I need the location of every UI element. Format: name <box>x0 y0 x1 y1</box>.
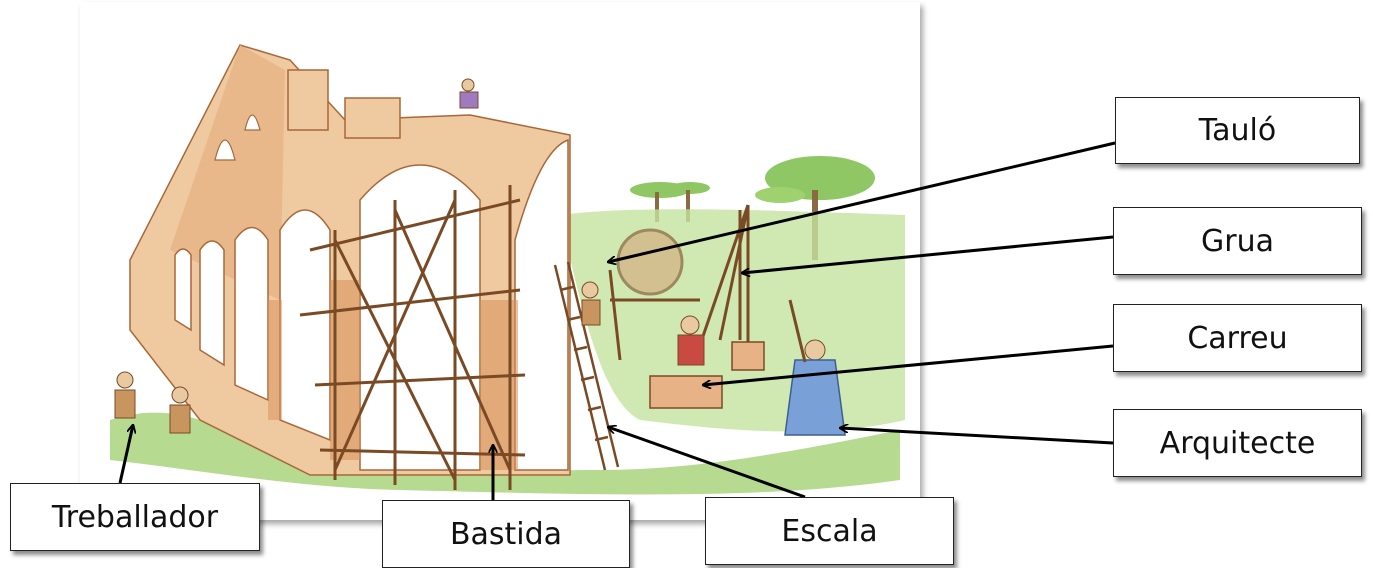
arrow-taulo <box>608 141 1116 262</box>
label-escala: Escala <box>705 497 954 565</box>
stone-block <box>649 375 723 409</box>
arrow-carreu <box>703 344 1114 385</box>
label-carreu: Carreu <box>1113 304 1362 372</box>
arrow-arquitecte <box>840 428 1114 445</box>
arrow-escala <box>608 427 806 499</box>
stone-block-hanging <box>731 341 765 371</box>
label-taulo: Tauló <box>1115 97 1360 164</box>
workers <box>114 78 705 434</box>
label-arquitecte: Arquitecte <box>1113 409 1362 477</box>
scaffolding <box>299 185 526 490</box>
label-treballador: Treballador <box>10 483 260 551</box>
label-bastida: Bastida <box>382 500 630 568</box>
arrow-grua <box>742 235 1114 273</box>
arrow-treballador <box>118 425 133 484</box>
architect-figure <box>784 299 846 436</box>
label-grua: Grua <box>1113 207 1362 275</box>
label-arrows <box>118 141 1116 500</box>
